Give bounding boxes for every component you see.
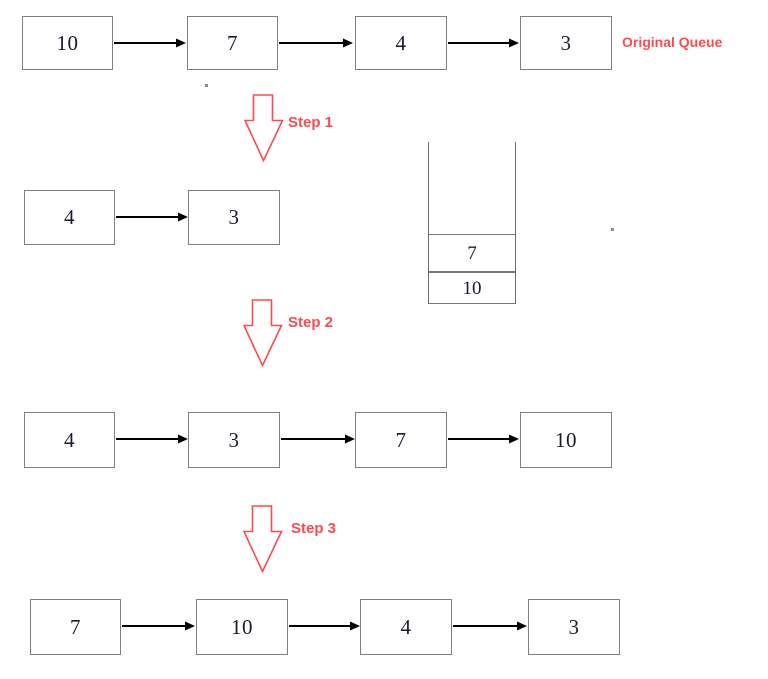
link-arrow-icon — [448, 38, 519, 48]
queue-node: 4 — [24, 190, 115, 245]
queue-node: 10 — [22, 16, 113, 70]
link-arrow-icon — [279, 38, 353, 48]
link-arrow-icon — [116, 212, 188, 222]
scan-speck — [611, 228, 614, 231]
queue-node: 10 — [196, 599, 288, 655]
step-3-arrow-icon — [243, 505, 283, 573]
queue-node: 7 — [30, 599, 121, 655]
link-arrow-icon — [289, 621, 360, 631]
step-1-label: Step 1 — [288, 114, 334, 131]
step-2-label: Step 2 — [288, 314, 334, 331]
queue-node: 4 — [360, 599, 452, 655]
queue-node: 4 — [355, 16, 447, 70]
link-arrow-icon — [448, 434, 519, 444]
link-arrow-icon — [281, 434, 355, 444]
queue-node: 10 — [520, 412, 612, 468]
step-1-arrow-icon — [244, 94, 284, 162]
auxiliary-stack: 7 10 — [428, 142, 517, 304]
step-3-label: Step 3 — [291, 520, 337, 537]
link-arrow-icon — [122, 621, 195, 631]
queue-node: 3 — [188, 412, 280, 468]
link-arrow-icon — [114, 38, 186, 48]
scan-speck — [205, 84, 208, 87]
step-2-arrow-icon — [243, 299, 283, 367]
queue-node: 7 — [187, 16, 278, 70]
link-arrow-icon — [116, 434, 188, 444]
link-arrow-icon — [453, 621, 527, 631]
queue-node: 3 — [528, 599, 620, 655]
stack-right-wall — [515, 142, 516, 304]
queue-node: 4 — [24, 412, 115, 468]
stack-cell: 7 — [429, 234, 515, 272]
stack-left-wall — [428, 142, 429, 304]
queue-node: 7 — [355, 412, 447, 468]
original-queue-caption: Original Queue — [622, 34, 723, 50]
queue-node: 3 — [520, 16, 612, 70]
stack-cell: 10 — [429, 272, 515, 304]
queue-node: 3 — [188, 190, 280, 245]
